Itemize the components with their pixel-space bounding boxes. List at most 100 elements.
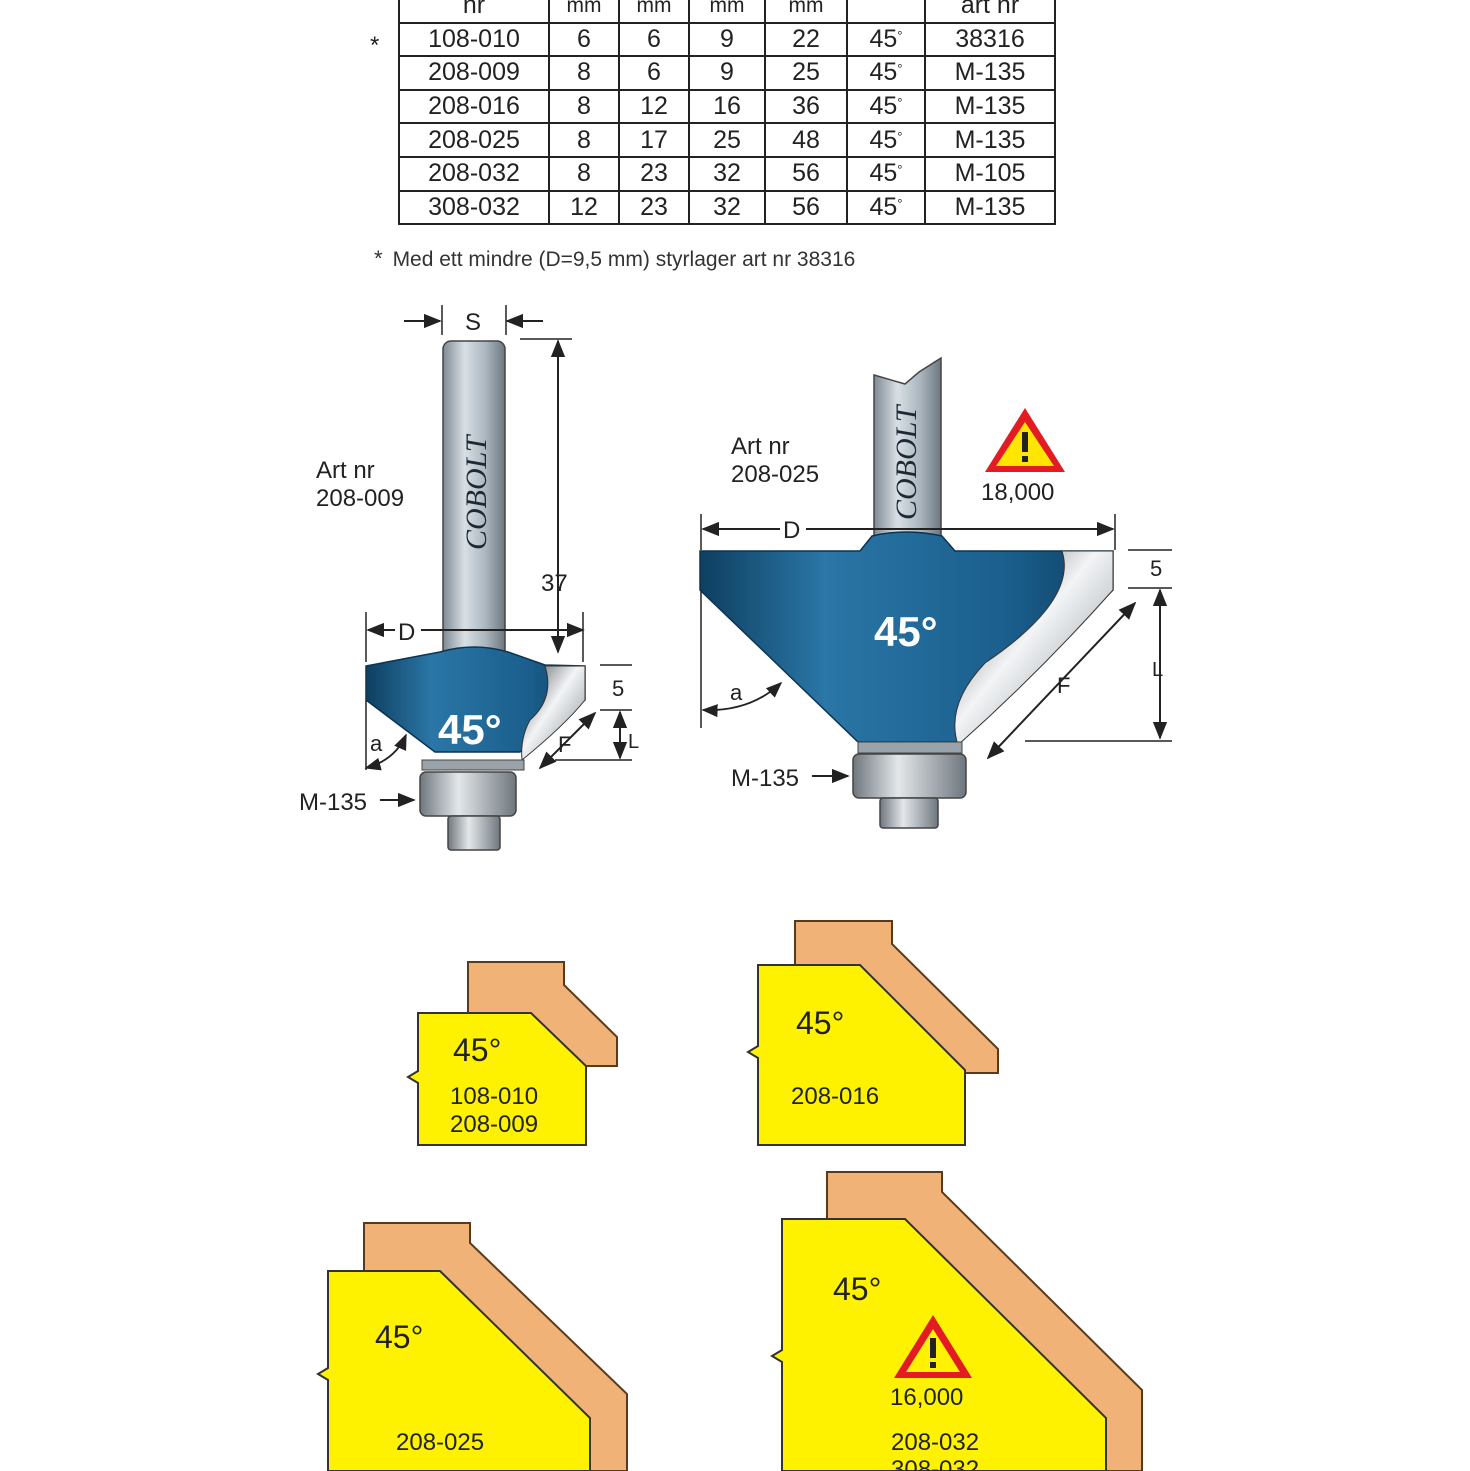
- cell-bearing: M-135: [924, 189, 1056, 226]
- large-dim-d-label: D: [783, 517, 800, 544]
- footnote-text: Med ett mindre (D=9,5 mm) styrlager art …: [392, 248, 856, 271]
- dim-l-label: L: [628, 731, 639, 753]
- large-router-bit: COBOLT 45° D 5 L F a M-135 Art nr 208-02…: [699, 356, 1172, 829]
- table-row: 208-016 8 12 16 36 45° M-135: [398, 88, 1056, 125]
- header-nr: nr: [398, 0, 550, 24]
- cell-bearing: M-135: [924, 122, 1056, 158]
- cell-nr: 108-010: [398, 21, 550, 58]
- spec-table: nr mm mm mm mm art nr 108-010 6 6 9 22 4…: [398, 0, 1056, 226]
- cell-d: 56: [764, 155, 848, 192]
- small-router-bit: COBOLT 45° S 37 D 5 L F: [299, 305, 639, 851]
- profile-3-yellow: [316, 1270, 591, 1471]
- cell-s: 8: [548, 88, 620, 125]
- small-bit-bearing-label: M-135: [299, 789, 367, 816]
- profile-4-code-2: 308-032: [891, 1456, 979, 1471]
- footnote-star: *: [374, 246, 383, 271]
- cell-l: 16: [688, 88, 766, 125]
- profile-3-code-1: 208-025: [396, 1429, 484, 1456]
- large-dim-d-label-bg: [780, 516, 806, 542]
- cell-f: 23: [618, 189, 690, 226]
- header-l-unit: mm: [688, 0, 766, 24]
- small-bit-angle: 45°: [438, 706, 502, 753]
- header-bearing: art nr: [924, 0, 1056, 24]
- profile-1-code-1: 108-010: [450, 1083, 538, 1110]
- cell-l: 32: [688, 155, 766, 192]
- profile-2-yellow: [746, 964, 966, 1146]
- cell-angle: 45°: [846, 122, 926, 158]
- dim-d-label: D: [398, 619, 415, 646]
- cell-angle: 45°: [846, 21, 926, 58]
- large-bit-bearing-nut: [879, 797, 939, 829]
- profile-3-angle: 45°: [375, 1319, 423, 1355]
- header-d-unit: mm: [764, 0, 848, 24]
- cell-s: 6: [548, 21, 620, 58]
- large-bit-brand: COBOLT: [890, 403, 923, 520]
- profile-108-010: 45° 108-010 208-009: [406, 961, 618, 1146]
- small-bit-label-1: Art nr: [316, 457, 375, 484]
- large-dim-5-label: 5: [1150, 556, 1162, 581]
- table-row: 208-032 8 23 32 56 45° M-105: [398, 155, 1056, 192]
- cell-nr: 208-032: [398, 155, 550, 192]
- large-dim-l-label: L: [1152, 659, 1163, 681]
- warning-triangle-icon: [985, 408, 1065, 472]
- cell-bearing: M-135: [924, 55, 1056, 91]
- cell-angle: 45°: [846, 155, 926, 192]
- dim-37-label: 37: [541, 570, 568, 597]
- profile-1-code-2: 208-009: [450, 1111, 538, 1138]
- profile-4-warning-rpm: 16,000: [890, 1384, 963, 1411]
- cell-d: 22: [764, 21, 848, 58]
- profile-4-angle: 45°: [833, 1271, 881, 1307]
- table-header-row: nr mm mm mm mm art nr: [398, 0, 1056, 24]
- row-marker: *: [370, 32, 380, 59]
- cell-angle: 45°: [846, 189, 926, 226]
- cell-bearing: M-105: [924, 155, 1056, 192]
- table-row: 208-009 8 6 9 25 45° M-135: [398, 55, 1056, 91]
- small-bit-bearing: [419, 771, 517, 817]
- cell-nr: 208-009: [398, 55, 550, 91]
- dim-f-label: F: [558, 732, 571, 757]
- large-dim-f-line: [986, 601, 1137, 760]
- cell-d: 56: [764, 189, 848, 226]
- cell-l: 32: [688, 189, 766, 226]
- header-s-unit: mm: [548, 0, 620, 24]
- cell-angle: 45°: [846, 55, 926, 91]
- dim-s-label: S: [465, 309, 481, 336]
- cell-l: 9: [688, 21, 766, 58]
- large-dim-a-label: a: [730, 680, 743, 705]
- dim-f-line: [538, 711, 597, 770]
- cell-nr: 308-032: [398, 189, 550, 226]
- cell-f: 6: [618, 55, 690, 91]
- header-f-unit: mm: [618, 0, 690, 24]
- table-row: 308-032 12 23 32 56 45° M-135: [398, 189, 1056, 226]
- cell-bearing: M-135: [924, 88, 1056, 125]
- profile-208-032: 45° 16,000 208-032 308-032: [770, 1171, 1143, 1471]
- cell-d: 25: [764, 55, 848, 91]
- cell-f: 6: [618, 21, 690, 58]
- cell-l: 25: [688, 122, 766, 158]
- small-bit-label-2: 208-009: [316, 485, 404, 512]
- header-angle: [846, 0, 926, 24]
- profile-208-016: 45° 208-016: [746, 920, 999, 1146]
- cell-bearing: 38316: [924, 21, 1056, 58]
- cell-d: 36: [764, 88, 848, 125]
- cell-angle: 45°: [846, 88, 926, 125]
- small-bit-bearing-nut: [447, 815, 501, 851]
- cell-s: 8: [548, 155, 620, 192]
- profile-2-code-1: 208-016: [791, 1083, 879, 1110]
- large-bit-angle: 45°: [874, 608, 938, 655]
- small-bit-brand: COBOLT: [460, 433, 493, 550]
- warning-triangle-icon: [894, 1315, 972, 1378]
- profile-4-code-1: 208-032: [891, 1429, 979, 1456]
- table-footnote: * Med ett mindre (D=9,5 mm) styrlager art…: [374, 246, 855, 272]
- large-bit-bearing-label: M-135: [731, 765, 799, 792]
- cell-nr: 208-025: [398, 122, 550, 158]
- profile-1-yellow: [406, 1012, 587, 1146]
- large-bit-warning-rpm: 18,000: [981, 479, 1054, 506]
- dim-5-label: 5: [612, 676, 624, 701]
- table-row: 208-025 8 17 25 48 45° M-135: [398, 122, 1056, 158]
- cell-f: 23: [618, 155, 690, 192]
- large-bit-bearing-washer: [857, 741, 963, 754]
- profile-1-angle: 45°: [453, 1032, 501, 1068]
- dim-a-label: a: [370, 731, 383, 756]
